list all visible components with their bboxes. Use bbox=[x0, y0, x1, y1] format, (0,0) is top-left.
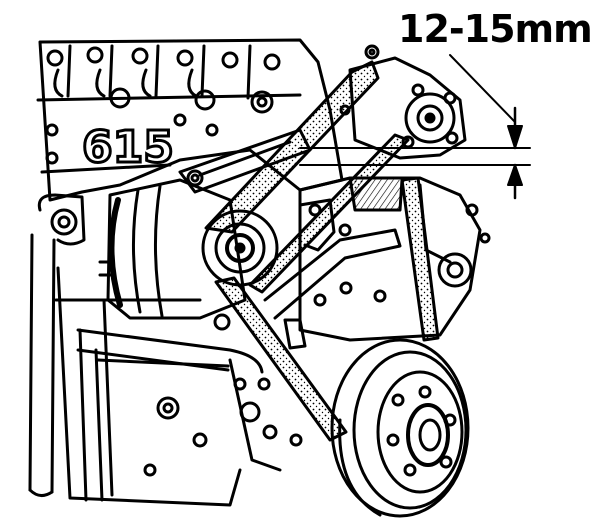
alternator bbox=[98, 128, 312, 331]
engine-block bbox=[36, 38, 344, 202]
block-number-emboss: 615 bbox=[81, 121, 176, 175]
crankshaft-pulley bbox=[330, 338, 470, 518]
belt-deflection-dimension bbox=[299, 54, 531, 200]
timing-cover bbox=[263, 176, 491, 350]
upper-pulley-assembly bbox=[339, 44, 467, 160]
block-number-text: 615 bbox=[82, 122, 174, 173]
v-belt-lower bbox=[214, 176, 440, 442]
coolant-pipe bbox=[28, 193, 264, 502]
v-belt-upper bbox=[204, 60, 410, 294]
engine-lower-block bbox=[54, 266, 303, 507]
dimension-label: 12-15mm bbox=[398, 7, 593, 51]
